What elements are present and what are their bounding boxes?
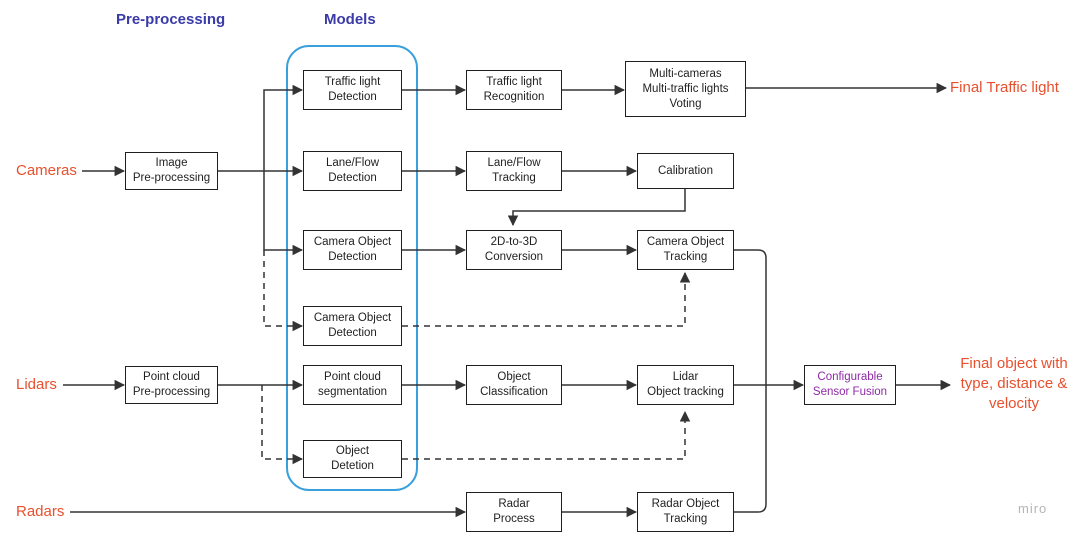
node-calibration: Calibration xyxy=(637,153,734,189)
edge-to-cam-obj-detection-2 xyxy=(263,250,304,332)
node-traffic-light-recognition: Traffic light Recognition xyxy=(466,70,562,110)
node-image-preprocessing: Image Pre-processing xyxy=(125,152,218,190)
node-camera-object-detection-2: Camera Object Detection xyxy=(303,306,402,346)
input-radars: Radars xyxy=(16,503,65,520)
node-lane-flow-detection: Lane/Flow Detection xyxy=(303,151,402,191)
node-radar-process: Radar Process xyxy=(466,492,562,532)
node-camera-object-detection-1: Camera Object Detection xyxy=(303,230,402,270)
node-voting: Multi-cameras Multi-traffic lights Votin… xyxy=(625,61,746,117)
models-group-border xyxy=(286,45,418,491)
edge-to-cam-obj-detection-1 xyxy=(263,171,304,256)
node-configurable-sensor-fusion: Configurable Sensor Fusion xyxy=(804,365,896,405)
output-final-object: Final object with type, distance & veloc… xyxy=(960,355,1068,412)
node-pointcloud-preprocessing: Point cloud Pre-processing xyxy=(125,366,218,404)
input-lidars: Lidars xyxy=(16,376,57,393)
node-2d-to-3d-conversion: 2D-to-3D Conversion xyxy=(466,230,562,270)
edge-cam-tracking-fusion xyxy=(734,249,767,385)
node-traffic-light-detection: Traffic light Detection xyxy=(303,70,402,110)
edge-cam-obj-detection-2-tracking xyxy=(402,271,691,327)
edge-calibration-conversion xyxy=(507,189,686,227)
header-models: Models xyxy=(324,11,376,28)
edge-obj-detetion-lidar-tracking xyxy=(402,410,691,460)
node-lane-flow-tracking: Lane/Flow Tracking xyxy=(466,151,562,191)
header-preprocessing: Pre-processing xyxy=(116,11,226,28)
edge-to-obj-detetion xyxy=(261,385,304,465)
node-lidar-object-tracking: Lidar Object tracking xyxy=(637,365,734,405)
node-radar-object-tracking: Radar Object Tracking xyxy=(637,492,734,532)
output-final-traffic-light: Final Traffic light xyxy=(950,79,1059,96)
node-object-detetion: Object Detetion xyxy=(303,440,402,478)
miro-watermark: miro xyxy=(1018,501,1048,516)
node-object-classification: Object Classification xyxy=(466,365,562,405)
input-cameras: Cameras xyxy=(16,162,77,179)
node-point-cloud-segmentation: Point cloud segmentation xyxy=(303,365,402,405)
node-camera-object-tracking: Camera Object Tracking xyxy=(637,230,734,270)
edge-to-tl-detection xyxy=(263,84,304,171)
edge-radar-tracking-fusion xyxy=(734,385,767,513)
